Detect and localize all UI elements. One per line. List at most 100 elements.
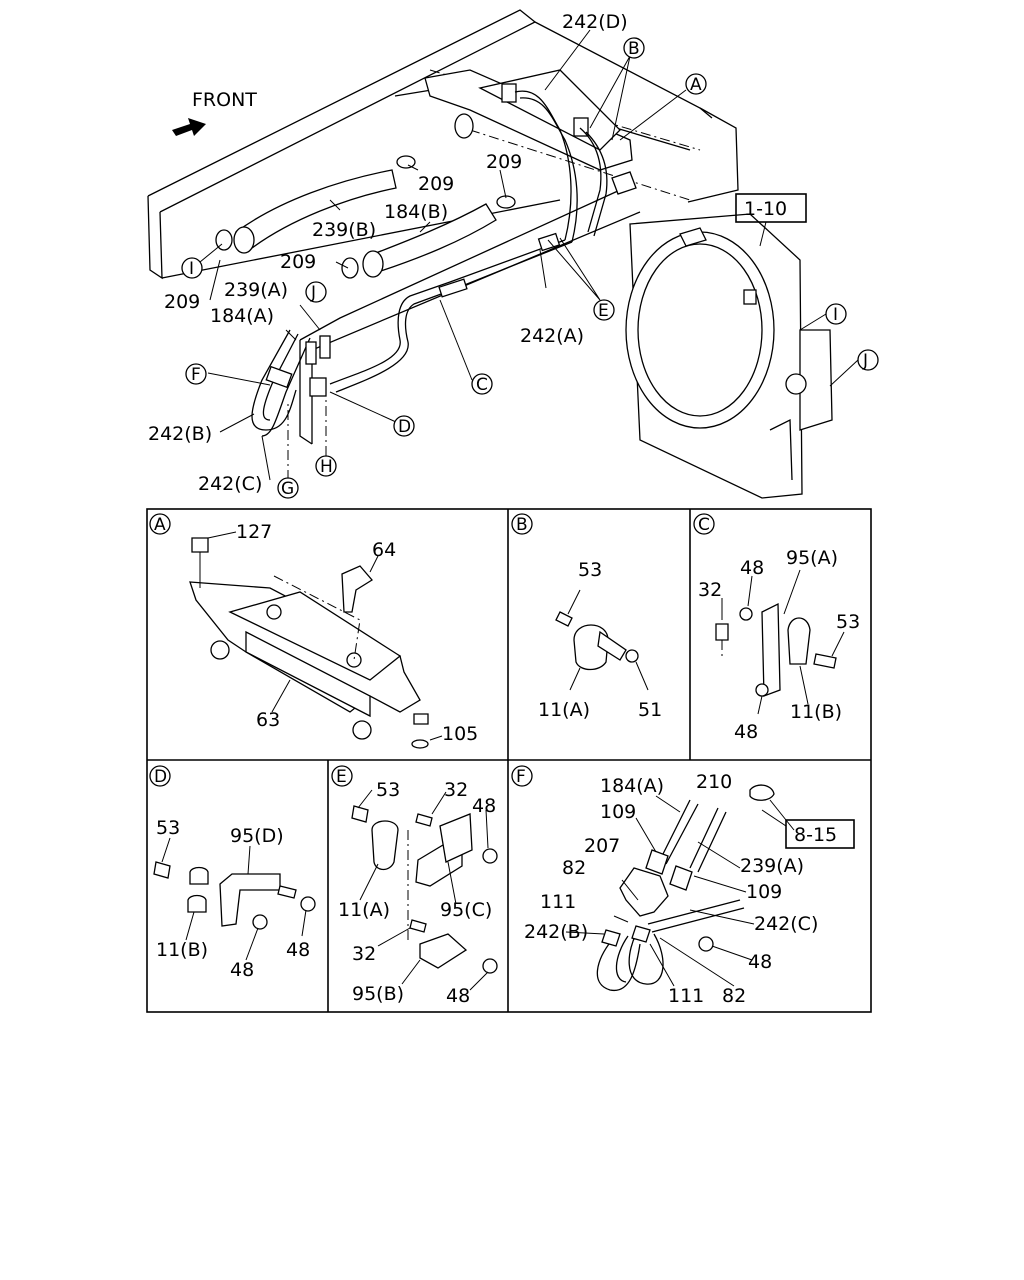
svg-text:C: C [476, 375, 488, 395]
label-48-bottom: 48 [446, 985, 470, 1007]
marker-D: D [393, 415, 415, 437]
label-209-mid: 209 [486, 151, 522, 173]
label-48-top: 48 [472, 795, 496, 817]
label-109-top: 109 [600, 801, 636, 823]
label-95B: 95(B) [352, 983, 404, 1005]
panel-tag-D: D [154, 767, 167, 787]
svg-text:I: I [833, 305, 838, 325]
marker-C: C [471, 373, 493, 395]
marker-I-left: I [181, 257, 203, 279]
radiator [625, 213, 833, 499]
svg-text:E: E [598, 301, 609, 321]
label-95D: 95(D) [230, 825, 284, 847]
marker-G: G [277, 477, 299, 499]
marker-F: F [185, 363, 207, 385]
panel-tag-C: C [698, 515, 710, 535]
panel-tag-E: E [336, 767, 347, 787]
front-arrow-icon [172, 118, 206, 136]
label-95C: 95(C) [440, 899, 492, 921]
detail-panel-D: D 53 95(D) 11(B) 48 48 [149, 765, 316, 981]
detail-panels-grid [146, 508, 872, 1013]
label-111-bottom: 111 [668, 985, 704, 1007]
marker-B: B [623, 37, 645, 59]
ref-label-8-15: 8-15 [794, 824, 837, 846]
detail-panel-C: C 48 95(A) 32 53 48 11(B) [693, 513, 860, 743]
label-239A: 239(A) [224, 279, 288, 301]
marker-E: E [593, 299, 615, 321]
panel-tag-A: A [154, 515, 166, 535]
ref-label-1-10: 1-10 [744, 198, 787, 220]
label-11B: 11(B) [156, 939, 208, 961]
label-32-top: 32 [444, 779, 468, 801]
label-53: 53 [578, 559, 602, 581]
label-53: 53 [836, 611, 860, 633]
hoses [215, 155, 516, 279]
label-209-lower: 209 [280, 251, 316, 273]
detail-panel-A: A 127 64 63 105 [149, 513, 478, 749]
main-assembly-view: FRONT [147, 9, 879, 499]
svg-text:I: I [189, 259, 194, 279]
label-242C: 242(C) [754, 913, 818, 935]
label-51: 51 [638, 699, 662, 721]
oil-cooler-assembly [424, 69, 637, 195]
label-207: 207 [584, 835, 620, 857]
label-184B: 184(B) [384, 201, 448, 223]
label-210: 210 [696, 771, 732, 793]
label-239B: 239(B) [312, 219, 376, 241]
label-48-bottom: 48 [734, 721, 758, 743]
label-48-left: 48 [230, 959, 254, 981]
panel-tag-B: B [516, 515, 528, 535]
label-105: 105 [442, 723, 478, 745]
label-109-bottom: 109 [746, 881, 782, 903]
label-184A: 184(A) [600, 775, 664, 797]
ref-box-1-10 [735, 193, 807, 223]
label-11B: 11(B) [790, 701, 842, 723]
main-leader-lines [199, 29, 859, 481]
detail-panel-B: B 53 11(A) 51 [511, 513, 662, 721]
svg-text:G: G [281, 479, 294, 499]
detail-panel-F: F 184(A) 210 109 8-15 207 239(A) 82 109 … [511, 765, 855, 1007]
label-32-bottom: 32 [352, 943, 376, 965]
label-209-top: 209 [418, 173, 454, 195]
label-48-top: 48 [740, 557, 764, 579]
label-242B: 242(B) [148, 423, 212, 445]
label-53: 53 [156, 817, 180, 839]
label-242B: 242(B) [524, 921, 588, 943]
svg-text:J: J [310, 283, 316, 303]
marker-J-left: J [305, 281, 327, 303]
oil-pipes [329, 90, 608, 393]
label-11A: 11(A) [538, 699, 590, 721]
svg-text:J: J [862, 351, 868, 371]
label-111-top: 111 [540, 891, 576, 913]
label-53: 53 [376, 779, 400, 801]
label-242C: 242(C) [198, 473, 262, 495]
marker-A: A [685, 73, 707, 95]
label-127: 127 [236, 521, 272, 543]
label-63: 63 [256, 709, 280, 731]
label-184A: 184(A) [210, 305, 274, 327]
label-48: 48 [748, 951, 772, 973]
front-label: FRONT [192, 89, 257, 111]
label-209-left: 209 [164, 291, 200, 313]
label-82-bottom: 82 [722, 985, 746, 1007]
label-242D: 242(D) [562, 11, 628, 33]
label-32: 32 [698, 579, 722, 601]
label-11A: 11(A) [338, 899, 390, 921]
label-48-right: 48 [286, 939, 310, 961]
svg-text:B: B [628, 39, 640, 59]
svg-text:H: H [320, 457, 333, 477]
label-95A: 95(A) [786, 547, 838, 569]
svg-text:F: F [191, 365, 201, 385]
panel-tag-F: F [516, 767, 526, 787]
marker-J-right: J [857, 349, 879, 371]
label-64: 64 [372, 539, 396, 561]
label-239A: 239(A) [740, 855, 804, 877]
lower-pipes [251, 329, 331, 437]
detail-panel-E: E 53 32 48 11(A) 95(C) 32 95(B) 48 [331, 765, 498, 1007]
label-82-top: 82 [562, 857, 586, 879]
svg-text:D: D [398, 417, 411, 437]
marker-I-right: I [825, 303, 847, 325]
marker-H: H [315, 455, 337, 477]
svg-text:A: A [690, 75, 702, 95]
